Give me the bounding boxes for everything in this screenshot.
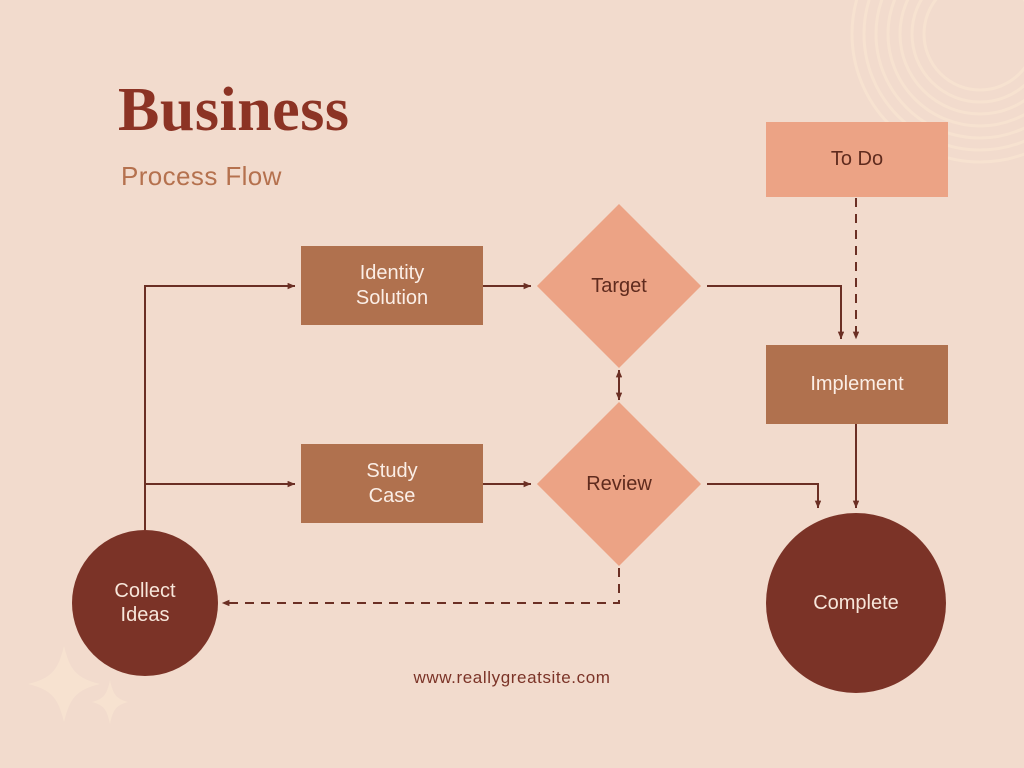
- node-review-label: Review: [586, 472, 652, 495]
- node-complete-label: Complete: [813, 591, 899, 614]
- page-title: Business: [118, 76, 350, 144]
- page-subtitle: Process Flow: [121, 161, 282, 191]
- node-to-do[interactable]: To Do: [766, 122, 948, 197]
- node-collect-ideas-label: Collect Ideas: [114, 579, 176, 626]
- node-identity-solution-label: Identity Solution: [355, 262, 429, 309]
- node-implement[interactable]: Implement: [766, 345, 948, 424]
- edge-target-to-implement: [707, 285, 845, 340]
- edge-review-to-complete: [707, 483, 822, 509]
- node-study-case-label: Study Case: [366, 460, 418, 507]
- node-complete[interactable]: Complete: [766, 513, 946, 693]
- node-identity-solution[interactable]: Identity Solution: [301, 246, 483, 325]
- edge-collect-to-identity: [144, 282, 296, 530]
- node-study-case[interactable]: Study Case: [301, 444, 483, 523]
- footer-url: www.reallygreatsite.com: [413, 668, 611, 687]
- node-review[interactable]: Review: [536, 401, 702, 567]
- node-target-label: Target: [591, 274, 647, 297]
- node-target[interactable]: Target: [536, 203, 702, 369]
- node-collect-ideas[interactable]: Collect Ideas: [72, 530, 218, 676]
- node-implement-label: Implement: [810, 373, 904, 396]
- node-to-do-label: To Do: [830, 148, 884, 171]
- edge-review-to-collect-feedback: [221, 568, 620, 607]
